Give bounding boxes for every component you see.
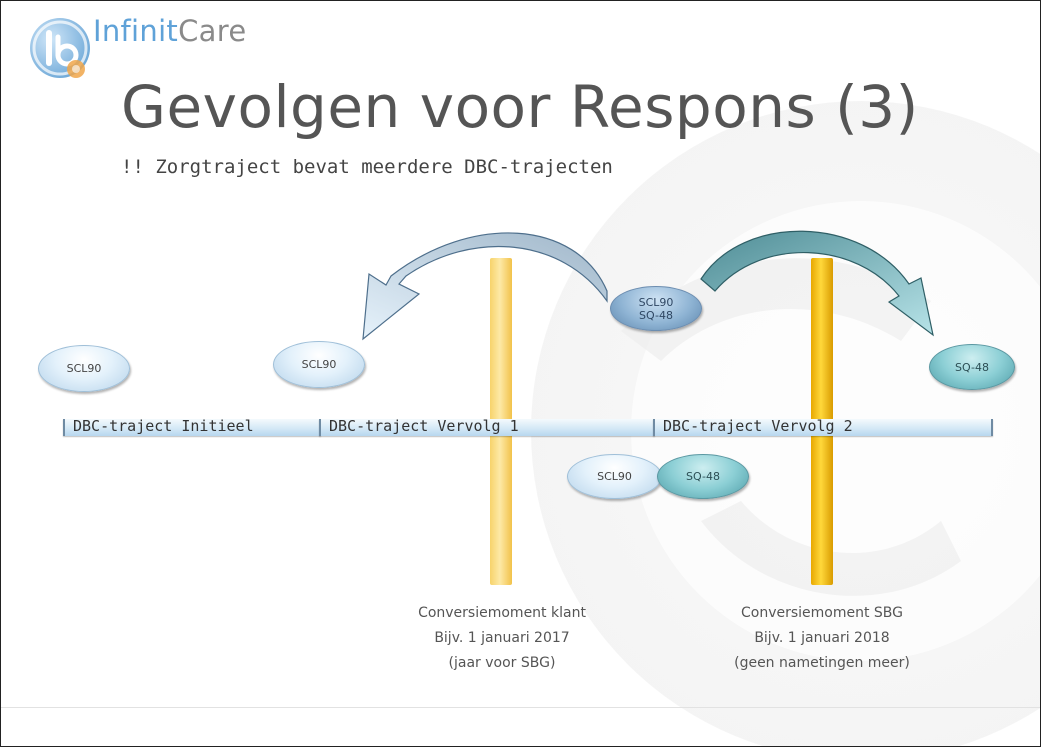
caption-line: Conversiemoment klant <box>418 605 586 621</box>
track-dbc-vervolg-2: DBC-traject Vervolg 2 <box>653 417 993 436</box>
oval-sq48-vervolg2: SQ-48 <box>929 344 1015 390</box>
brand-part-2: Care <box>178 14 247 48</box>
caption-line: Bijv. 1 januari 2017 <box>434 630 570 646</box>
oval-scl90-sq48-moved: SCL90 SQ-48 <box>610 286 702 331</box>
track-label: DBC-traject Vervolg 1 <box>329 417 519 435</box>
oval-label-line1: SCL90 <box>638 295 674 309</box>
caption-line: (geen nametingen meer) <box>734 655 910 671</box>
arrow-back-icon <box>362 232 608 341</box>
caption-line: Conversiemoment SBG <box>740 605 904 621</box>
oval-label: SCL90 <box>301 358 337 371</box>
track-dbc-vervolg-1: DBC-traject Vervolg 1 <box>319 417 655 436</box>
caption-conversiemoment-sbg: Conversiemoment SBG Bijv. 1 januari 2018… <box>707 601 937 676</box>
oval-label: SQ-48 <box>686 470 720 483</box>
brand-part-1: Infinit <box>93 14 179 48</box>
brand-wordmark: InfinitCare <box>93 14 246 48</box>
footer-divider <box>1 707 1040 708</box>
oval-scl90-vervolg1: SCL90 <box>273 341 365 388</box>
track-label: DBC-traject Vervolg 2 <box>663 417 853 435</box>
caption-line: Bijv. 1 januari 2018 <box>754 630 890 646</box>
subtitle: !! Zorgtraject bevat meerdere DBC-trajec… <box>121 156 613 178</box>
caption-line: (jaar voor SBG) <box>448 655 556 671</box>
oval-label-line2: SQ-48 <box>639 308 673 322</box>
arrow-forward-icon <box>700 230 934 337</box>
infinitcare-logo-icon <box>30 18 90 78</box>
page-title: Gevolgen voor Respons (3) <box>121 73 919 141</box>
track-dbc-initieel: DBC-traject Initieel <box>63 417 321 436</box>
oval-label: SCL90 <box>66 362 102 375</box>
oval-scl90-initieel: SCL90 <box>38 345 130 392</box>
oval-sq48-bottom: SQ-48 <box>657 454 749 499</box>
track-label: DBC-traject Initieel <box>73 417 254 435</box>
oval-label: SCL90 <box>597 470 632 483</box>
oval-label: SQ-48 <box>955 360 989 374</box>
oval-scl90-bottom: SCL90 <box>567 454 662 499</box>
caption-conversiemoment-klant: Conversiemoment klant Bijv. 1 januari 20… <box>387 601 617 676</box>
